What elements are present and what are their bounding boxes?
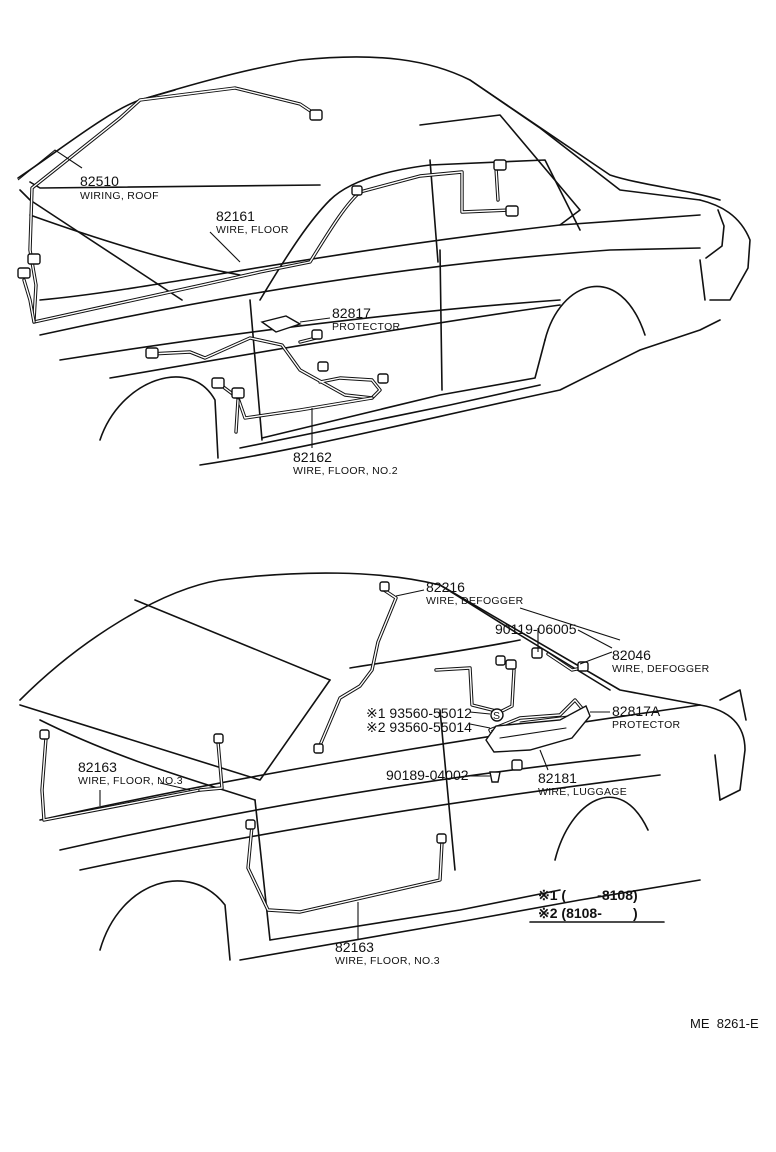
- part-number-82181: 82181: [538, 770, 577, 786]
- legend-row-1: ※1 ( -8108): [538, 887, 638, 903]
- part-name-82163-bottom: WIRE, FLOOR, NO.3: [335, 955, 440, 967]
- legend-row-2: ※2 (8108- ): [538, 905, 638, 921]
- screw-symbol: S: [493, 710, 500, 722]
- part-name-82161: WIRE, FLOOR: [216, 224, 289, 236]
- part-name-82181: WIRE, LUGGAGE: [538, 786, 627, 798]
- upper-connectors: [17, 109, 519, 399]
- connector-icon: [317, 361, 329, 372]
- connector-icon: [245, 819, 256, 830]
- part-number-82163-bottom: 82163: [335, 939, 374, 955]
- connector-icon: [505, 659, 517, 670]
- connector-icon: [351, 185, 363, 196]
- connector-icon: [231, 387, 245, 399]
- upper-harness-wires: [22, 86, 512, 434]
- connector-icon: [531, 647, 543, 659]
- connector-icon: [505, 205, 519, 217]
- grommet-icon: [511, 759, 523, 771]
- connector-icon: [379, 581, 390, 592]
- part-number-82162: 82162: [293, 449, 332, 465]
- connector-icon: [39, 729, 50, 740]
- connector-icon: [145, 347, 159, 359]
- connector-icon: [213, 733, 224, 744]
- lower-connectors: S: [39, 581, 591, 844]
- upper-leader-lines: [17, 149, 331, 448]
- part-name-82046: WIRE, DEFOGGER: [612, 663, 710, 675]
- connector-icon: [17, 267, 31, 279]
- connector-icon: [377, 373, 389, 384]
- part-number-93560-55012: ※1 93560-55012: [366, 705, 472, 721]
- diagram-code: ME 8261-E: [690, 1016, 759, 1031]
- part-name-82163-left: WIRE, FLOOR, NO.3: [78, 775, 183, 787]
- part-number-82161: 82161: [216, 208, 255, 224]
- part-number-82817A: 82817A: [612, 703, 661, 719]
- part-number-82046: 82046: [612, 647, 651, 663]
- part-name-82216: WIRE, DEFOGGER: [426, 595, 524, 607]
- part-name-82162: WIRE, FLOOR, NO.2: [293, 465, 398, 477]
- screw-icon: [490, 708, 504, 722]
- clip-icon: [489, 771, 501, 783]
- connector-icon: [313, 743, 324, 754]
- roof-connector-icon: [309, 109, 323, 121]
- part-number-82510: 82510: [80, 173, 119, 189]
- part-number-93560-55014: ※2 93560-55014: [366, 719, 472, 735]
- connector-icon: [311, 329, 323, 340]
- part-number-90189-04002: 90189-04002: [386, 767, 469, 783]
- protector-icon: [260, 315, 302, 333]
- connector-icon: [211, 377, 225, 389]
- part-name-82817A: PROTECTOR: [612, 719, 681, 731]
- lower-leader-lines: [99, 589, 621, 940]
- connector-icon: [27, 253, 41, 265]
- part-number-82817: 82817: [332, 305, 371, 321]
- part-number-90119-06005: 90119-06005: [495, 621, 577, 637]
- protector-icon: [485, 705, 591, 753]
- part-name-82510: WIRING, ROOF: [80, 190, 159, 202]
- upper-car-body: [17, 56, 751, 466]
- part-number-82163-left: 82163: [78, 759, 117, 775]
- part-name-82817: PROTECTOR: [332, 321, 401, 333]
- connector-icon: [495, 655, 506, 666]
- connector-icon: [493, 159, 507, 171]
- connector-icon: [436, 833, 447, 844]
- part-number-82216: 82216: [426, 579, 465, 595]
- legend: ※1 ( -8108) ※2 (8108- ): [529, 887, 665, 923]
